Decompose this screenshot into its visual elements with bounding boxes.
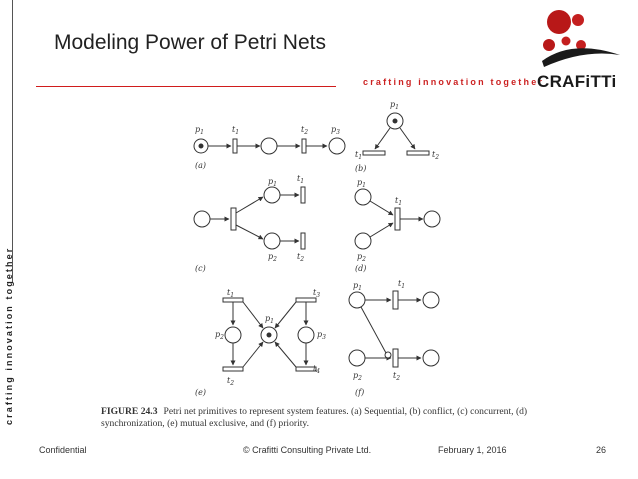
transition-e-t3 (295, 297, 317, 303)
transition-e-t2 (222, 366, 244, 372)
place-e-p2 (224, 326, 242, 344)
label-f-t1: t1 (398, 279, 405, 290)
token-a-p1 (198, 143, 204, 149)
footer-page-number: 26 (596, 445, 607, 455)
transition-a-t1 (232, 138, 238, 154)
place-d-output (423, 210, 441, 228)
label-e-t1: t1 (227, 288, 234, 299)
label-b-t1: t1 (355, 150, 362, 161)
footer-confidential: Confidential (39, 445, 87, 455)
side-tagline: crafting innovation together (4, 246, 14, 425)
transition-f-t1 (392, 290, 399, 310)
label-f-p2: p2 (353, 371, 362, 382)
label-d-p2: p2 (357, 252, 366, 263)
place-a-p2 (260, 137, 278, 155)
footer-copyright: © Crafitti Consulting Private Ltd. (243, 445, 372, 455)
place-d-p2 (354, 232, 372, 250)
label-c-t2: t2 (297, 252, 304, 263)
place-c-p2 (263, 232, 281, 250)
label-panel-e: (e) (195, 388, 206, 397)
footer-date: February 1, 2016 (438, 445, 507, 455)
label-panel-d: (d) (355, 264, 366, 273)
label-e-t2: t2 (227, 376, 234, 387)
label-f-p1: p1 (353, 281, 362, 292)
label-d-p1: p1 (357, 178, 366, 189)
label-a-t2: t2 (301, 125, 308, 136)
place-a-p3 (328, 137, 346, 155)
label-e-p2: p2 (215, 330, 224, 341)
label-a-p1: p1 (195, 125, 204, 136)
label-e-t3: t3 (313, 288, 320, 299)
label-b-t2: t2 (432, 150, 439, 161)
label-panel-a: (a) (195, 161, 206, 170)
label-f-t2: t2 (393, 371, 400, 382)
caption-text: Petri net primitives to represent system… (101, 406, 528, 429)
petri-net-figure: p1 t1 t2 p3 (a) p1 t1 t2 (b) p1 t1 p2 t2… (193, 100, 441, 397)
label-panel-f: (f) (355, 388, 364, 397)
inhibitor-arc-f (384, 351, 392, 359)
transition-a-t2 (301, 138, 307, 154)
label-c-p1: p1 (268, 177, 277, 188)
side-divider-line (12, 0, 13, 283)
header-rule (36, 86, 336, 87)
place-f-out1 (422, 291, 440, 309)
label-panel-b: (b) (355, 164, 366, 173)
transition-b-t1 (362, 150, 386, 156)
transition-b-t2 (406, 150, 430, 156)
place-c-p1 (263, 186, 281, 204)
label-c-t1: t1 (297, 174, 304, 185)
place-e-p3 (297, 326, 315, 344)
place-f-p1 (348, 291, 366, 309)
label-e-p3: p3 (317, 330, 326, 341)
caption-label: FIGURE 24.3 (101, 406, 158, 417)
transition-c-t2 (300, 232, 306, 250)
label-e-t4: t4 (313, 364, 320, 375)
transition-d-t1 (394, 207, 401, 231)
transition-e-t4 (295, 366, 317, 372)
label-b-p1: p1 (390, 100, 399, 111)
label-a-p3: p3 (331, 125, 340, 136)
label-c-p2: p2 (268, 252, 277, 263)
crafitti-logo (542, 10, 620, 67)
slide-title: Modeling Power of Petri Nets (54, 31, 326, 54)
header-tagline: crafting innovation together (363, 77, 545, 87)
label-panel-c: (c) (195, 264, 206, 273)
transition-c-t1 (300, 186, 306, 204)
transition-f-t2 (392, 348, 399, 368)
place-c-input (193, 210, 211, 228)
label-d-t1: t1 (395, 196, 402, 207)
token-b-p1 (392, 118, 398, 124)
label-e-p1: p1 (265, 314, 274, 325)
place-f-out2 (422, 349, 440, 367)
transition-c-split (230, 207, 237, 231)
place-d-p1 (354, 188, 372, 206)
logo-wordmark: CRAFiTTi (537, 72, 617, 91)
place-f-p2 (348, 349, 366, 367)
token-e-p1 (266, 332, 272, 338)
label-a-t1: t1 (232, 125, 239, 136)
